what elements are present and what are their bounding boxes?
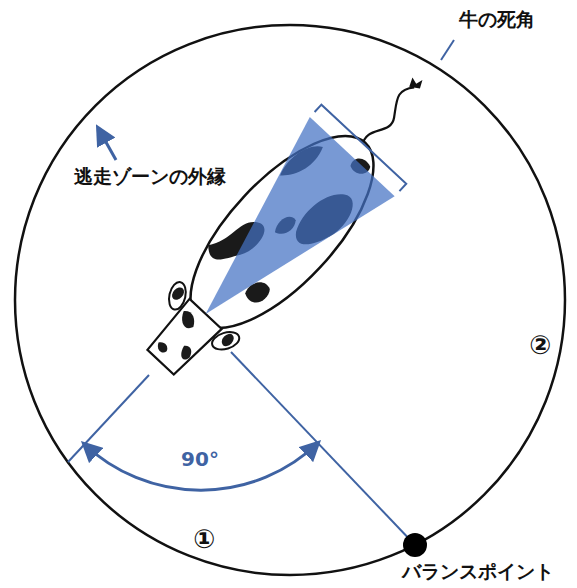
zone-edge-label: 逃走ゾーンの外縁	[72, 165, 228, 188]
callout-number: ①	[191, 524, 217, 555]
pointer-arrow	[98, 128, 116, 160]
blind-spot-bracket	[315, 105, 407, 191]
heading-line	[68, 375, 149, 462]
flight-zone-circle	[15, 25, 565, 575]
balance-point-label: バランスポイント	[400, 560, 556, 583]
cow-figure	[123, 45, 462, 397]
angle-label: 90°	[179, 447, 221, 471]
blind-spot-label: 牛の死角	[457, 8, 537, 31]
blind-spot-cone	[163, 117, 394, 353]
leader-line	[441, 40, 454, 60]
perpendicular-line	[231, 352, 415, 545]
angle-arc	[84, 443, 318, 490]
callout-number: ②	[527, 330, 553, 361]
balance-point-dot	[403, 533, 427, 557]
